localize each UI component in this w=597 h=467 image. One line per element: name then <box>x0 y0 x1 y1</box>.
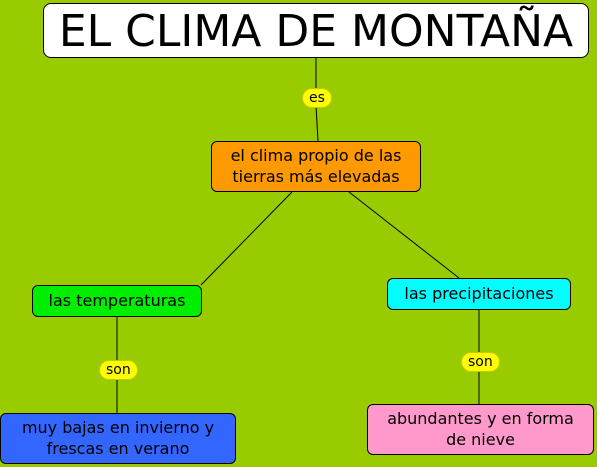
concept-temperatures-text: las temperaturas <box>48 290 186 310</box>
connector-center-to-temperatures <box>200 191 293 286</box>
concept-title[interactable]: EL CLIMA DE MONTAÑA <box>43 3 589 58</box>
connector-center-to-precipitations <box>348 191 460 279</box>
concept-low-temperatures[interactable]: muy bajas en invierno y frescas en veran… <box>0 413 236 464</box>
concept-title-text: EL CLIMA DE MONTAÑA <box>58 6 574 57</box>
concept-center-line1: el clima propio de las <box>230 145 402 165</box>
link-label-son-left: son <box>99 360 138 380</box>
concept-precipitations-text: las precipitaciones <box>404 283 554 303</box>
concept-center-line2: tierras más elevadas <box>232 166 400 186</box>
connector-es-to-center <box>315 105 319 142</box>
concept-abundant-snow-line2: de nieve <box>446 429 515 449</box>
concept-precipitations[interactable]: las precipitaciones <box>387 278 571 310</box>
link-label-son-right: son <box>461 352 500 372</box>
concept-low-temperatures-line1: muy bajas en invierno y <box>21 417 215 437</box>
concept-temperatures[interactable]: las temperaturas <box>32 285 202 317</box>
link-label-es: es <box>302 88 332 108</box>
concept-abundant-snow-line1: abundantes y en forma <box>387 408 574 428</box>
concept-center[interactable]: el clima propio de las tierras más eleva… <box>211 141 421 192</box>
concept-low-temperatures-line2: frescas en verano <box>46 438 190 458</box>
concept-abundant-snow[interactable]: abundantes y en forma de nieve <box>367 404 594 455</box>
